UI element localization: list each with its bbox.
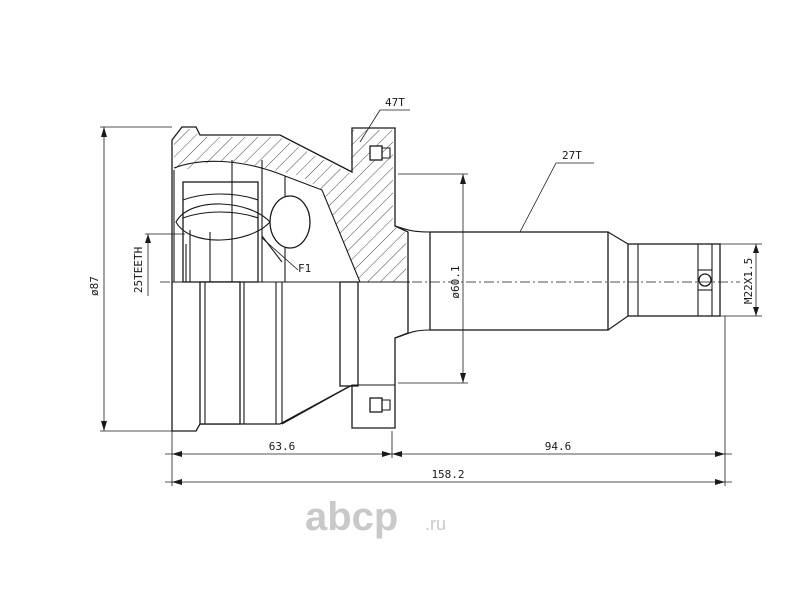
leader-spline-teeth: 27T xyxy=(519,149,594,233)
leader-flange-teeth: 47T xyxy=(359,96,410,143)
label-inner-teeth: 25TEETH xyxy=(132,247,145,293)
dim-diameter-housing: ø87 xyxy=(88,126,172,432)
label-shaft-length: 94.6 xyxy=(545,440,572,453)
dim-diameter-spline: ø60.1 xyxy=(398,173,468,384)
label-flange-teeth: 47T xyxy=(385,96,405,109)
watermark-suffix: .ru xyxy=(425,514,446,534)
dim-thread: M22X1.5 xyxy=(712,243,762,317)
label-diameter-spline: ø60.1 xyxy=(449,265,462,298)
label-total-length: 158.2 xyxy=(431,468,464,481)
label-f1: F1 xyxy=(298,262,311,275)
stub-shaft xyxy=(394,225,721,339)
inner-race xyxy=(175,160,311,283)
watermark-brand: abcp xyxy=(305,496,398,539)
flange-slot-upper xyxy=(369,145,391,161)
label-thread: M22X1.5 xyxy=(742,258,755,304)
housing-section-hatch xyxy=(174,129,406,282)
abcp-watermark-logo: abcp .ru xyxy=(305,496,446,539)
label-housing-length: 63.6 xyxy=(269,440,296,453)
label-spline-teeth: 27T xyxy=(562,149,582,162)
dim-bottom: 63.6 94.6 158.2 xyxy=(165,316,732,486)
dim-inner-teeth: 25TEETH xyxy=(132,233,185,296)
label-diameter-housing: ø87 xyxy=(88,276,101,296)
leader-f1: F1 xyxy=(261,237,311,275)
